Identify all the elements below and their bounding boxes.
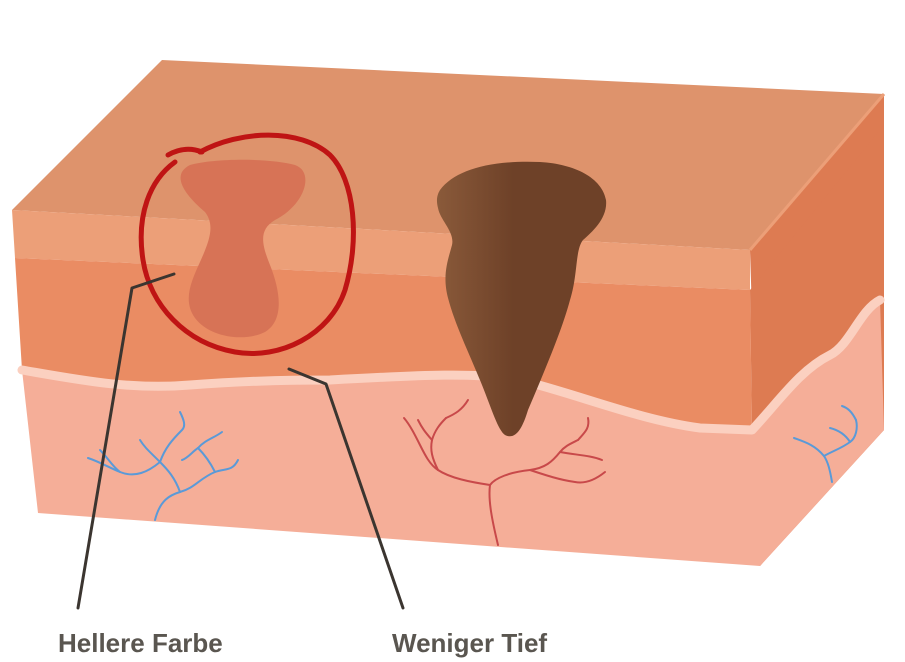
label-lighter-color: Hellere Farbe xyxy=(58,628,223,658)
highlight-circle xyxy=(138,132,356,356)
label-less-deep: Weniger Tief xyxy=(392,628,548,658)
dermis-layer xyxy=(22,300,884,566)
arteries-center xyxy=(403,399,606,546)
epidermis-right-side xyxy=(750,125,884,430)
veins-right xyxy=(793,405,858,483)
leader-line-less-deep xyxy=(287,367,405,610)
top-edge-highlight xyxy=(748,93,886,251)
lighter-lesion xyxy=(180,159,306,338)
veins-left xyxy=(87,411,239,521)
dark-lesion xyxy=(436,161,607,437)
leader-line-lighter-color xyxy=(76,272,176,610)
